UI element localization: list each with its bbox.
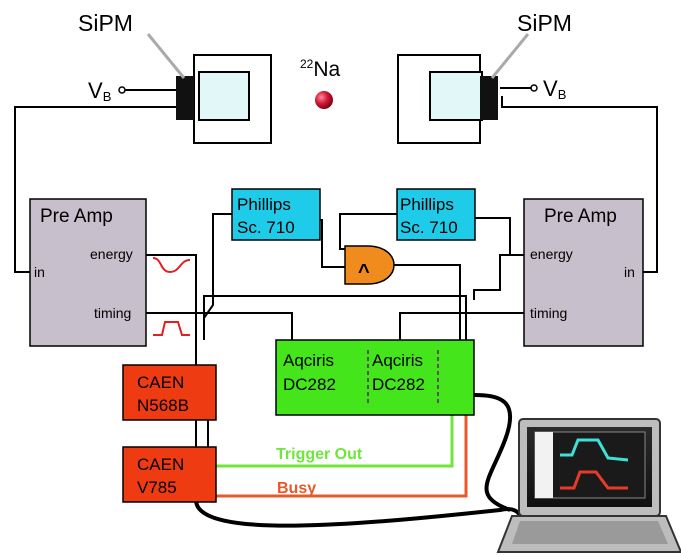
source-label: 22Na [300, 57, 341, 81]
digitizer-box [275, 339, 475, 416]
left-sipm-pointer [146, 33, 186, 79]
trigger-out-label: Trigger Out [276, 446, 363, 463]
laptop-trace-cyan [560, 438, 629, 462]
vb-left-sub: B [103, 89, 112, 104]
vb-right-main: V [543, 76, 558, 101]
sipm-left-label: SiPM [78, 10, 133, 36]
laptop-window-sidebar [535, 432, 553, 498]
preamp-left-timing: timing [94, 305, 131, 321]
discriminator-left-line2: Sc. 710 [237, 218, 295, 237]
laptop-keyboard [512, 521, 668, 544]
coincidence-gate-symbol: ^ [358, 261, 370, 283]
left-crystal [198, 71, 250, 121]
right-crystal [429, 71, 483, 121]
discriminator-right-box [396, 188, 476, 241]
laptop-icon [496, 418, 681, 553]
discriminator-right-line2: Sc. 710 [400, 218, 458, 237]
source-element: Na [313, 58, 340, 81]
digitizer-ch1-line1: Aqciris [283, 351, 334, 370]
preamp-left-energy: energy [90, 246, 133, 262]
vb-right-label: VB [543, 76, 566, 102]
wire-right-timing [399, 312, 524, 340]
sodium-source-dot [315, 91, 333, 109]
wire-gate-out [389, 264, 461, 340]
caen-v785-line1: CAEN [137, 455, 184, 474]
discriminator-left-box [231, 188, 321, 241]
caen-n568b-line1: CAEN [137, 373, 184, 392]
discriminator-right-line1: Phillips [400, 195, 454, 214]
wire-right-sipm-to-preamp [501, 96, 658, 273]
right-sipm-pointer [490, 33, 530, 79]
left-vb-terminal [118, 86, 126, 94]
wire-right-disc-in [339, 213, 397, 250]
discriminator-left-line1: Phillips [237, 195, 291, 214]
wiring [14, 87, 658, 447]
preamp-left-box [29, 198, 147, 347]
trigger-out-line [208, 402, 454, 468]
digitizer-ch2-line1: Aqciris [372, 351, 423, 370]
energy-pulse-sketch [152, 257, 191, 274]
preamp-right-title: Pre Amp [544, 206, 617, 227]
sipm-right-label: SiPM [517, 10, 572, 36]
timing-pulse-sketch [153, 321, 190, 336]
wire-left-timing [146, 312, 293, 340]
caen-v785-box [122, 446, 217, 503]
preamp-left-input: in [34, 264, 45, 280]
vb-left-label: VB [88, 78, 111, 104]
preamp-right-timing: timing [530, 305, 567, 321]
wire-right-energy [473, 254, 524, 300]
digitizer-ch2-line2: DC282 [372, 375, 425, 394]
preamp-right [523, 198, 644, 347]
digitizer-ch1-line2: DC282 [283, 375, 336, 394]
preamp-right-energy: energy [530, 246, 573, 262]
text-layer: SiPM SiPM VB VB 22Na Pre Amp energy in t… [34, 10, 635, 497]
right-vb-terminal [530, 84, 538, 92]
right-sipm-body [480, 76, 498, 120]
left-detector [118, 33, 272, 144]
left-sipm-body [176, 76, 194, 120]
coincidence-gate-shape [344, 245, 395, 285]
busy-line [214, 410, 468, 498]
caen-n568b-line2: N568B [137, 396, 189, 415]
preamp-right-box [523, 198, 644, 347]
cable-digitizer-to-laptop [473, 393, 513, 512]
wire-bus [203, 295, 467, 340]
wire-left-disc-out [320, 219, 345, 268]
wire-left-energy [146, 254, 197, 365]
caen-v785-line2: V785 [137, 478, 177, 497]
vb-left-main: V [88, 78, 103, 103]
vb-right-sub: B [558, 87, 567, 102]
preamp-left-title: Pre Amp [40, 206, 113, 227]
right-detector [397, 33, 538, 144]
wire-right-disc-out [475, 217, 524, 256]
caen-n568b-box [122, 364, 217, 421]
preamp-right-input: in [624, 264, 635, 280]
cable-v785-to-laptop [194, 499, 524, 530]
laptop-trace-red [560, 470, 628, 490]
preamp-left [29, 198, 147, 347]
busy-label: Busy [277, 480, 316, 497]
source-mass-number: 22 [300, 57, 314, 71]
